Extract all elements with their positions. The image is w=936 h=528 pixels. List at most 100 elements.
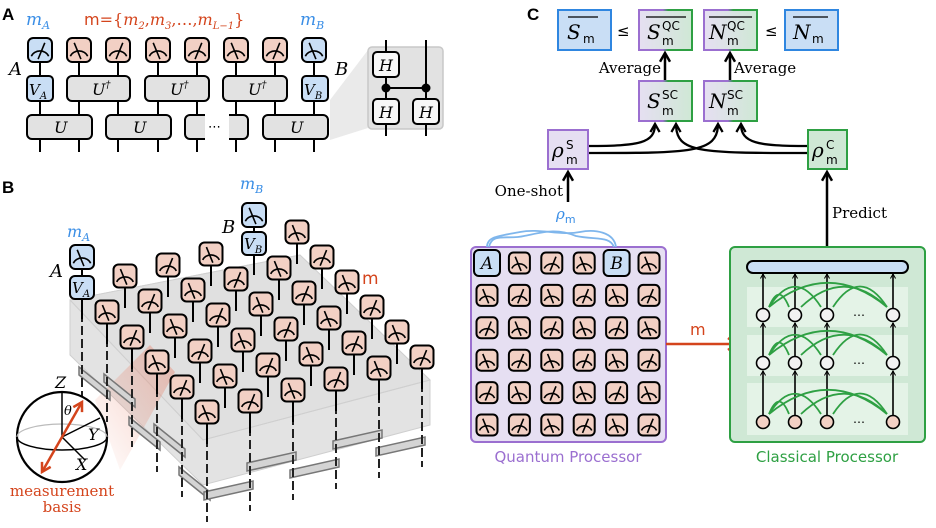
two-qubit-gate bbox=[153, 422, 186, 459]
svg-text:H: H bbox=[418, 103, 434, 122]
hidden-node bbox=[819, 307, 835, 323]
gauge-icon bbox=[172, 387, 192, 394]
svg-text:S: S bbox=[567, 20, 581, 44]
gauge-icon bbox=[369, 368, 389, 375]
svg-text:m: m bbox=[566, 153, 578, 167]
gauge-icon bbox=[640, 295, 658, 302]
svg-text:SC: SC bbox=[662, 88, 678, 102]
svg-text:m: m bbox=[583, 32, 595, 46]
svg-text:N: N bbox=[708, 20, 728, 44]
gauge-icon bbox=[183, 290, 203, 297]
measurement-meter bbox=[262, 37, 288, 63]
measurement-meter bbox=[475, 348, 499, 372]
rho-c-box: ρ C m bbox=[807, 129, 848, 170]
measurement-meter bbox=[359, 294, 385, 320]
two-qubit-gate bbox=[128, 415, 161, 452]
site-a-label: A bbox=[7, 59, 22, 80]
gauge-icon bbox=[575, 295, 593, 302]
measurement-meter-b bbox=[301, 37, 327, 63]
measurement-meter bbox=[605, 381, 629, 405]
output-layer bbox=[746, 260, 909, 274]
bloch-sphere: Z θ Y X bbox=[15, 373, 109, 484]
measurement-meter bbox=[572, 348, 596, 372]
measurement-meter bbox=[187, 338, 213, 364]
gauge-icon bbox=[337, 282, 357, 289]
measurement-meter bbox=[507, 283, 531, 307]
gauge-icon bbox=[608, 295, 625, 302]
svg-text:m: m bbox=[812, 32, 824, 46]
basis-label-line2: basis bbox=[43, 498, 82, 516]
svg-text:U: U bbox=[54, 118, 68, 137]
gauge-icon bbox=[215, 376, 235, 383]
measurement-meter bbox=[112, 263, 138, 289]
svg-text:H: H bbox=[378, 103, 394, 122]
average-label: Average bbox=[598, 59, 661, 77]
gauge-icon bbox=[362, 307, 382, 314]
gauge-icon bbox=[640, 392, 658, 399]
one-shot-label: One-shot bbox=[495, 182, 563, 200]
gauge-icon bbox=[640, 360, 658, 367]
attention-link bbox=[768, 392, 822, 415]
panel-c: C S m ≤ S QC m N QC m ≤ N m bbox=[470, 5, 926, 466]
measurement-meter bbox=[540, 348, 564, 372]
svg-text:ρ: ρ bbox=[551, 138, 564, 162]
leq-sign: ≤ bbox=[765, 22, 778, 40]
hidden-node bbox=[885, 307, 901, 323]
gauge-icon bbox=[72, 257, 92, 264]
measurement-meter bbox=[230, 327, 256, 353]
site-b-label: B bbox=[334, 59, 348, 80]
svg-text:S: S bbox=[647, 89, 661, 113]
hidden-node bbox=[885, 355, 901, 371]
input-node bbox=[885, 414, 901, 430]
n-qc-average-box: N QC m bbox=[703, 9, 758, 51]
svg-text:U: U bbox=[133, 118, 147, 137]
classical-processor-label: Classical Processor bbox=[756, 448, 899, 466]
m-arrow-label: m bbox=[690, 320, 706, 339]
gauge-icon bbox=[197, 412, 217, 419]
measurement-meter bbox=[298, 341, 324, 367]
n-sc-box: N SC m bbox=[703, 80, 758, 122]
gauge-icon bbox=[165, 326, 185, 333]
svg-text:C: C bbox=[826, 138, 834, 152]
attention-link bbox=[768, 285, 822, 308]
gauge-icon bbox=[319, 318, 339, 325]
measurement-meter bbox=[572, 316, 596, 340]
svg-text:m: m bbox=[662, 34, 674, 48]
measurement-meter bbox=[334, 269, 360, 295]
panel-a: A mA mB m={m2,m3,…,mL−1} A B VA VB U† U†… bbox=[2, 5, 444, 152]
gauge-icon bbox=[478, 425, 496, 431]
gauge-icon bbox=[115, 276, 135, 283]
m-label: m bbox=[362, 269, 379, 289]
m-a-label: mA bbox=[67, 222, 90, 244]
two-qubit-gate bbox=[246, 451, 297, 472]
leq-sign: ≤ bbox=[617, 22, 630, 40]
gauge-icon bbox=[201, 254, 221, 261]
attention-link bbox=[832, 392, 888, 415]
combine-arrows bbox=[587, 121, 809, 155]
svg-text:U†: U† bbox=[92, 80, 111, 99]
two-qubit-gate bbox=[332, 429, 383, 450]
gauge-icon bbox=[148, 50, 168, 57]
u-gate: U bbox=[105, 114, 172, 140]
qubit-b: B bbox=[602, 249, 631, 277]
u-gate: U bbox=[262, 114, 329, 140]
hadamard-gate: H bbox=[412, 98, 440, 125]
measurement-meter-a bbox=[27, 37, 53, 63]
measurement-meter bbox=[198, 241, 224, 267]
theta-label: θ bbox=[64, 404, 72, 419]
gauge-icon bbox=[511, 360, 528, 367]
hidden-node bbox=[755, 355, 771, 371]
n-average-box: N m bbox=[784, 9, 839, 51]
entanglement-link bbox=[486, 229, 617, 248]
svg-text:U†: U† bbox=[248, 80, 267, 99]
gauge-icon bbox=[190, 351, 210, 358]
m-a-label: mA bbox=[26, 10, 50, 32]
measurement-meter bbox=[507, 316, 531, 340]
measurement-meter bbox=[605, 316, 629, 340]
gauge-icon bbox=[575, 425, 593, 431]
measurement-meter bbox=[284, 219, 310, 245]
measurement-meter bbox=[145, 37, 171, 63]
measurement-meter bbox=[572, 413, 596, 437]
gauge-icon bbox=[387, 332, 407, 339]
